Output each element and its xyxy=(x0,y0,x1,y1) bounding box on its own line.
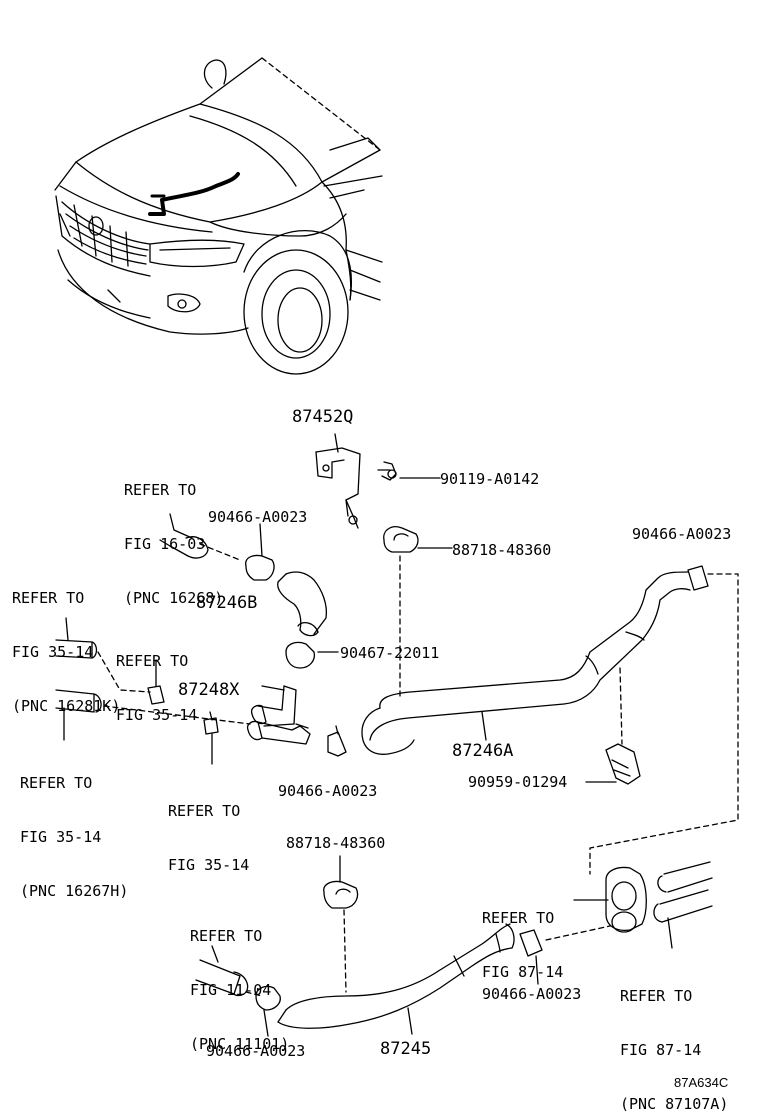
label-90466-topright: 90466-A0023 xyxy=(632,525,732,543)
label-88718-bottom: 88718-48360 xyxy=(286,834,386,852)
ref-line: (PNC 16268) xyxy=(124,589,224,607)
hose-pipe-16268 xyxy=(159,513,241,561)
ref-line: FIG 35-14 xyxy=(12,643,94,661)
car-illustration xyxy=(54,57,383,375)
ref-fig-87-14-87107A: REFER TO FIG 87-14 (PNC 87107A) xyxy=(620,951,728,1112)
ref-fig-87-14-a: REFER TO FIG 87-14 xyxy=(482,873,563,999)
ref-line: REFER TO xyxy=(190,927,263,945)
diagram-code: 87A634C xyxy=(674,1075,729,1090)
ref-fig-11-04: REFER TO FIG 11-04 (PNC 11101) xyxy=(190,891,289,1071)
ref-fig-35-14-b: REFER TO FIG 35-14 xyxy=(168,766,249,892)
ref-line: REFER TO xyxy=(12,589,85,607)
label-90466-bottomright: 90466-A0023 xyxy=(482,985,582,1003)
ref-line: FIG 35-14 xyxy=(168,856,250,874)
clip-35-14-a xyxy=(147,659,165,705)
ref-line: FIG 87-14 xyxy=(620,1041,702,1059)
clamp-90466-bottom-left xyxy=(255,985,281,1037)
leader-87246A xyxy=(481,711,487,741)
ref-line: FIG 87-14 xyxy=(482,963,564,981)
ref-line: (PNC 11101) xyxy=(190,1035,290,1053)
heater-gasket xyxy=(573,866,647,933)
clamp-90466-mid xyxy=(327,725,347,757)
ref-line: FIG 11-04 xyxy=(190,981,272,999)
ref-fig-35-14-a: REFER TO FIG 35-14 xyxy=(116,616,197,742)
clamp-90467 xyxy=(285,641,339,669)
clip-35-14-b xyxy=(203,711,219,765)
clamp-88718-top xyxy=(383,526,453,553)
ref-fig-16-03: REFER TO FIG 16-03 (PNC 16268) xyxy=(124,445,223,625)
label-90466-topleft: 90466-A0023 xyxy=(208,508,308,526)
ref-line: (PNC 16267H) xyxy=(20,882,129,900)
ref-line: REFER TO xyxy=(124,481,197,499)
bolt-90119 xyxy=(377,461,441,481)
clamp-90466-upper-left xyxy=(245,523,275,581)
label-90466-mid: 90466-A0023 xyxy=(278,782,378,800)
dashed-guide-heater xyxy=(589,573,739,875)
label-90467: 90467-22011 xyxy=(340,644,440,662)
ref-line: REFER TO xyxy=(20,774,93,792)
label-87452Q: 87452Q xyxy=(292,407,354,427)
ref-line: FIG 35-14 xyxy=(116,706,198,724)
ref-fig-35-14-16281K: REFER TO FIG 35-14 (PNC 16281K) xyxy=(12,553,120,733)
label-90959: 90959-01294 xyxy=(468,773,568,791)
ref-line: REFER TO xyxy=(482,909,555,927)
label-88718-top: 88718-48360 xyxy=(452,541,552,559)
pipe-16267H xyxy=(55,689,251,741)
bracket-87452Q xyxy=(315,433,361,529)
clamp-90466-bottom-right xyxy=(519,925,611,985)
label-87246B: 87246B xyxy=(196,593,258,613)
clip-90959 xyxy=(585,743,641,785)
hose-87245 xyxy=(277,923,515,1035)
ref-line: (PNC 16281K) xyxy=(12,697,121,715)
ref-line: REFER TO xyxy=(620,987,693,1005)
ref-line: FIG 16-03 xyxy=(124,535,206,553)
label-87246A: 87246A xyxy=(452,741,514,761)
label-87248X: 87248X xyxy=(178,680,240,700)
pipe-16281K xyxy=(55,617,151,693)
pipe-11101 xyxy=(195,945,263,997)
ref-line: FIG 35-14 xyxy=(20,828,102,846)
ref-line: (PNC 87107A) xyxy=(620,1095,729,1112)
clamp-88718-bottom xyxy=(323,855,359,993)
heater-pipes xyxy=(653,861,713,949)
ref-fig-35-14-16267H: REFER TO FIG 35-14 (PNC 16267H) xyxy=(20,738,128,918)
ref-line: REFER TO xyxy=(116,652,189,670)
tjoint-87248X xyxy=(246,685,311,745)
ref-line: REFER TO xyxy=(168,802,241,820)
hose-87246B xyxy=(277,571,328,637)
label-90466-bottomleft: 90466-A0023 xyxy=(206,1042,306,1060)
hose-87246A xyxy=(361,565,709,755)
label-90119: 90119-A0142 xyxy=(440,470,540,488)
label-87245: 87245 xyxy=(380,1039,432,1059)
